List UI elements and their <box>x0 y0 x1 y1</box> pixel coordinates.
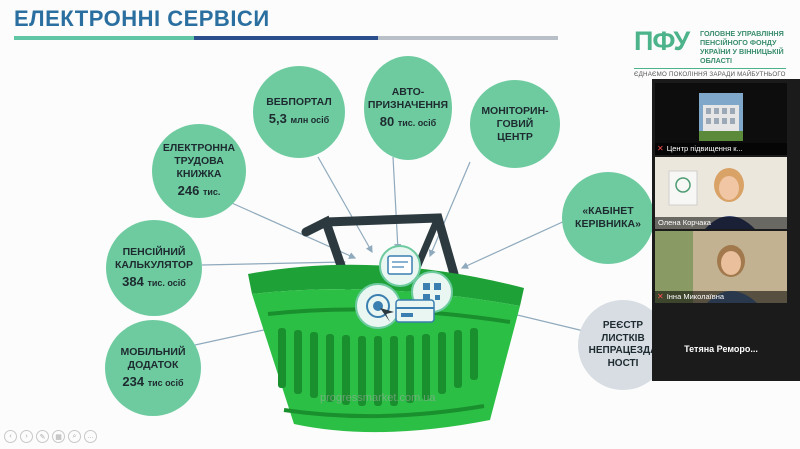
service-employment-book: ЕЛЕКТРОННА ТРУДОВА КНИЖКА 246 тис. <box>152 124 246 218</box>
service-value: 80 тис. осіб <box>379 113 437 129</box>
next-icon[interactable]: › <box>20 430 33 443</box>
service-label: РЕЄСТР ЛИСТКІВ НЕПРАЦЕЗДА НОСТІ <box>588 320 658 369</box>
mic-muted-icon: ✕ <box>657 292 664 301</box>
pfu-logo-text: ГОЛОВНЕ УПРАВЛІННЯ ПЕНСІЙНОГО ФОНДУ УКРА… <box>700 29 784 65</box>
slide-title: ЕЛЕКТРОННІ СЕРВІСИ <box>14 6 270 31</box>
service-webportal: ВЕБПОРТАЛ 5,3 млн осіб <box>253 66 345 158</box>
title-underline-green <box>14 36 194 40</box>
title-underline-navy <box>194 36 378 40</box>
watermark-text: progressmarket.com.ua <box>320 392 436 404</box>
slideshow-toolbar: ‹ › ✎ ▦ ⌕ … <box>4 430 97 443</box>
service-value: 5,3 млн осіб <box>268 111 330 126</box>
title-underline-grey <box>378 36 558 40</box>
zoom-icon[interactable]: ⌕ <box>68 430 81 443</box>
service-label: АВТО- ПРИЗНАЧЕННЯ <box>367 85 449 111</box>
slides-icon[interactable]: ▦ <box>52 430 65 443</box>
pfu-logo-mark: ПФУ <box>634 26 690 56</box>
pfu-logo-motto: ЄДНАЄМО ПОКОЛІННЯ ЗАРАДИ МАЙБУТНЬОГО <box>634 71 786 78</box>
pen-icon[interactable]: ✎ <box>36 430 49 443</box>
prev-icon[interactable]: ‹ <box>4 430 17 443</box>
service-value: 246 тис. <box>177 183 221 198</box>
participant-name-bar: ✕Інна Миколаївна <box>655 291 787 303</box>
service-label: ВЕБПОРТАЛ <box>266 96 332 108</box>
service-auto-assignment: АВТО- ПРИЗНАЧЕННЯ 80 тис. осіб <box>364 56 452 160</box>
participant-name: Інна Миколаївна <box>666 292 725 301</box>
service-value: 384 тис. осіб <box>122 273 186 289</box>
logo-divider <box>634 68 786 69</box>
participant-name-bar: Олена Корчака <box>655 217 787 229</box>
service-label: МОБІЛЬНИЙ ДОДАТОК <box>120 345 186 371</box>
video-conference-panel[interactable]: ✕Центр підвищення к... Олена Корчака ✕Ін… <box>652 79 800 381</box>
building-photo <box>699 93 743 141</box>
more-icon[interactable]: … <box>84 430 97 443</box>
service-pension-calculator: ПЕНСІЙНИЙ КАЛЬКУЛЯТОР 384 тис. осіб <box>106 220 202 316</box>
service-monitoring-center: МОНІТОРИН- ГОВИЙ ЦЕНТР <box>470 80 560 168</box>
pfu-logo: ПФУ ГОЛОВНЕ УПРАВЛІННЯ ПЕНСІЙНОГО ФОНДУ … <box>632 26 800 80</box>
participant-tile[interactable]: Олена Корчака <box>655 157 787 229</box>
participant-tile[interactable]: ✕Центр підвищення к... <box>655 83 787 155</box>
service-label: ПЕНСІЙНИЙ КАЛЬКУЛЯТОР <box>114 245 194 271</box>
participant-name: Центр підвищення к... <box>666 144 743 153</box>
service-label: «КАБІНЕТ КЕРІВНИКА» <box>575 205 641 230</box>
service-label: МОНІТОРИН- ГОВИЙ ЦЕНТР <box>481 104 549 143</box>
service-mobile-app: МОБІЛЬНИЙ ДОДАТОК 234 тис осіб <box>105 320 201 416</box>
participant-tile-no-video[interactable]: Тетяна Реморо... <box>655 331 787 367</box>
shopping-basket-illustration <box>248 213 524 433</box>
participant-name: Тетяна Реморо... <box>684 344 758 354</box>
participant-name: Олена Корчака <box>658 218 711 227</box>
service-label: ЕЛЕКТРОННА ТРУДОВА КНИЖКА <box>162 142 236 180</box>
mic-muted-icon: ✕ <box>657 144 664 153</box>
service-manager-cabinet: «КАБІНЕТ КЕРІВНИКА» <box>562 172 654 264</box>
participant-tile[interactable]: ✕Інна Миколаївна <box>655 231 787 303</box>
service-value: 234 тис осіб <box>122 373 184 389</box>
participant-name-bar: ✕Центр підвищення к... <box>655 143 787 155</box>
